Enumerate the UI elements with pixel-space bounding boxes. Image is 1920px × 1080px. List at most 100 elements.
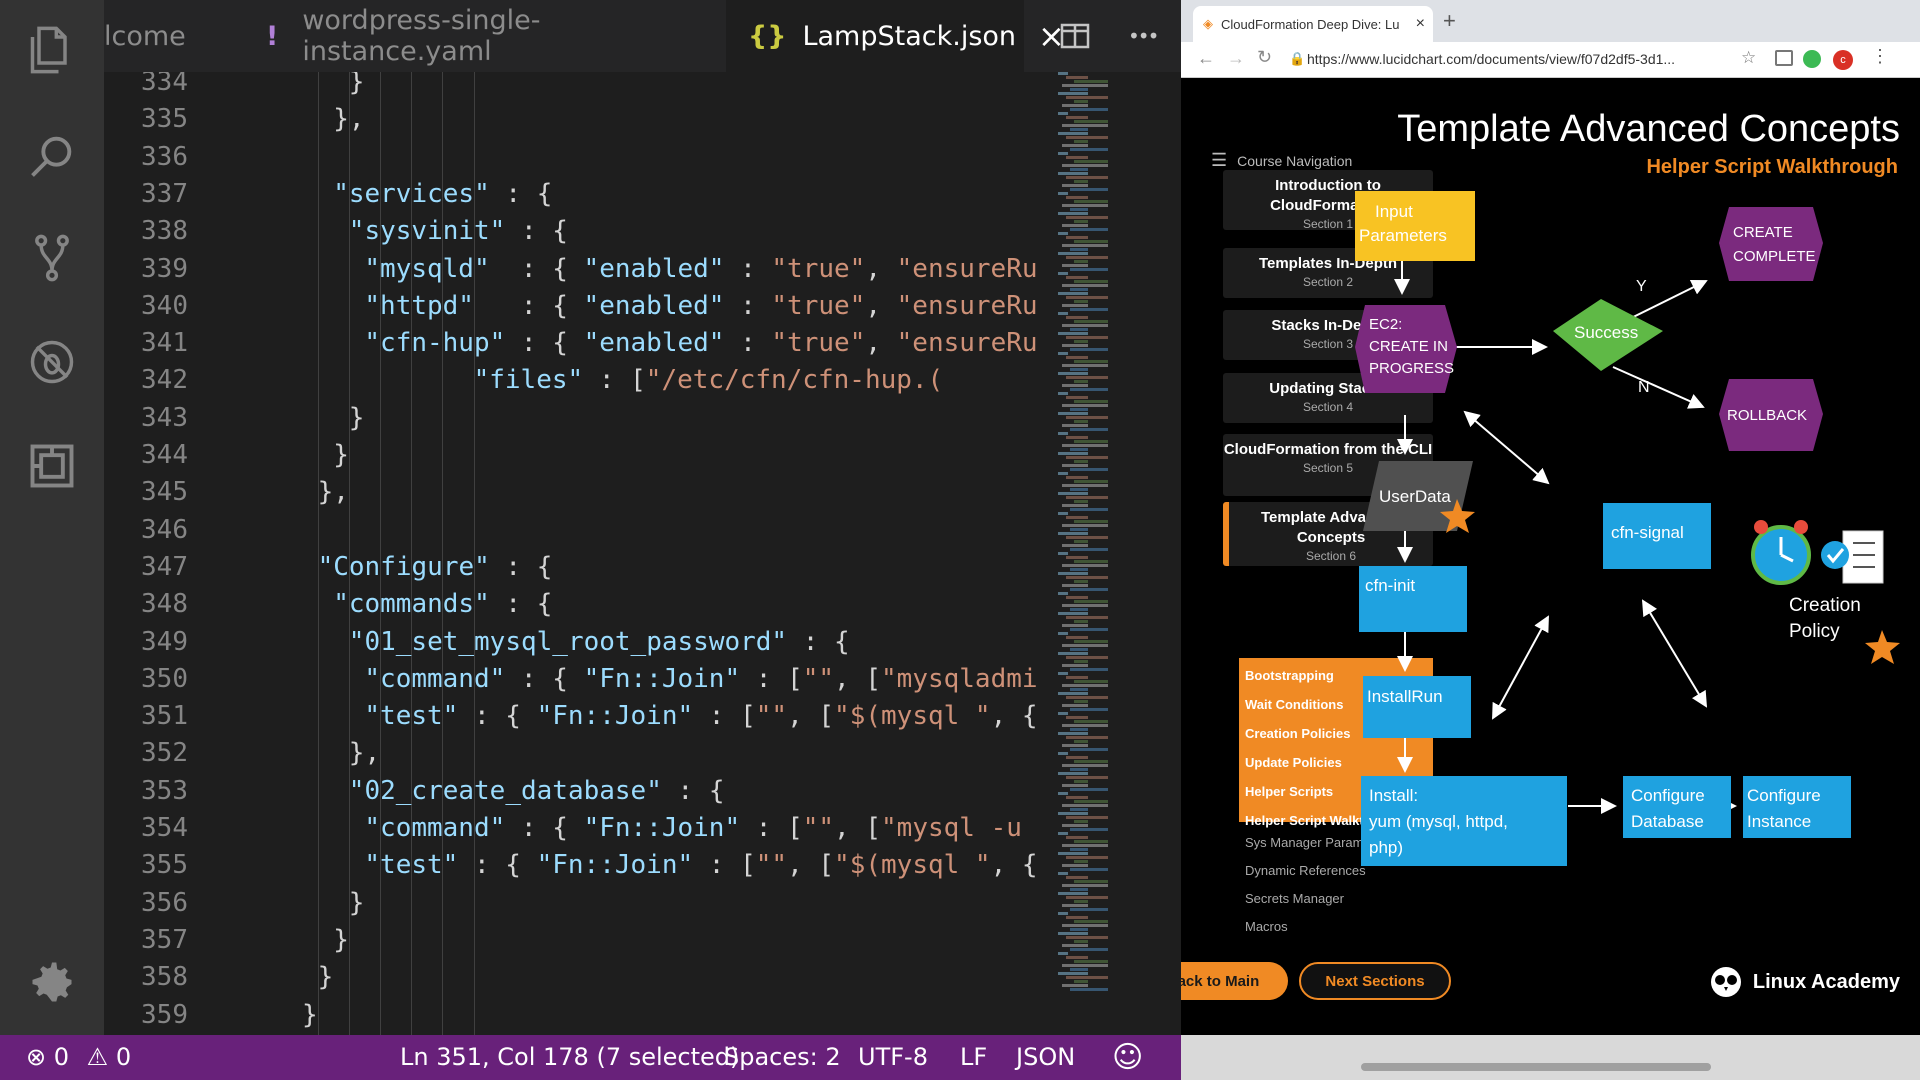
reload-icon[interactable]: ↻ <box>1257 47 1273 67</box>
search-icon[interactable] <box>22 126 82 186</box>
minimap-line <box>1062 404 1108 407</box>
scroll-thumb[interactable] <box>1361 1063 1711 1071</box>
minimap-line <box>1074 480 1108 483</box>
subsection-link[interactable]: Secrets Manager <box>1245 891 1344 906</box>
minimap-line <box>1058 592 1068 595</box>
code-line[interactable]: 351"test" : { "Fn::Join" : ["", ["$(mysq… <box>104 698 1052 735</box>
subsection-link[interactable]: Dynamic References <box>1245 863 1366 878</box>
browser-menu-icon[interactable]: ⋮ <box>1871 46 1889 66</box>
code-line[interactable]: 349"01_set_mysql_root_password" : { <box>104 624 1052 661</box>
editor-scrollbar[interactable] <box>1132 72 1181 1035</box>
no-label: N <box>1638 379 1650 396</box>
profile-avatar[interactable]: c <box>1833 50 1853 70</box>
code-line[interactable]: 358} <box>104 959 1052 996</box>
star-bookmark-icon[interactable]: ☆ <box>1741 48 1757 67</box>
code-line[interactable]: 336 <box>104 139 1052 176</box>
next-sections-button[interactable]: Next Sections <box>1299 962 1451 1000</box>
subsection-link[interactable]: Wait Conditions <box>1245 697 1344 712</box>
browser-tab[interactable]: ◈ CloudFormation Deep Dive: Lu × <box>1193 6 1433 42</box>
line-ending[interactable]: LF <box>960 1043 988 1071</box>
more-actions-icon[interactable]: ••• <box>1128 24 1159 48</box>
code-line[interactable]: 359} <box>104 997 1052 1034</box>
extensions-icon[interactable] <box>22 436 82 496</box>
encoding[interactable]: UTF-8 <box>858 1043 928 1071</box>
nav-section-number: Section 1 <box>1302 217 1354 231</box>
indent-guide <box>348 72 350 1035</box>
code-line[interactable]: 348"commands" : { <box>104 586 1052 623</box>
code-line[interactable]: 350"command" : { "Fn::Join" : ["", ["mys… <box>104 661 1052 698</box>
subsection-link[interactable]: Bootstrapping <box>1245 668 1334 683</box>
yes-label: Y <box>1636 278 1647 295</box>
minimap-line <box>1058 312 1068 315</box>
source-control-icon[interactable] <box>22 228 82 288</box>
code-line[interactable]: 354"command" : { "Fn::Join" : ["", ["mys… <box>104 810 1052 847</box>
browser-window: ◈ CloudFormation Deep Dive: Lu × + ← → ↻… <box>1181 0 1920 1080</box>
code-line[interactable]: 344} <box>104 437 1052 474</box>
code-line[interactable]: 346 <box>104 512 1052 549</box>
code-line[interactable]: 342"files" : ["/etc/cfn/cfn-hup.( <box>104 362 1052 399</box>
code-line[interactable]: 334} <box>104 72 1052 101</box>
forward-icon[interactable]: → <box>1227 48 1245 68</box>
tab-wordpress-yaml[interactable]: ! wordpress-single-instance.yaml <box>236 0 696 72</box>
minimap-line <box>1066 516 1088 519</box>
split-editor-icon[interactable] <box>1060 0 1090 72</box>
back-icon[interactable]: ← <box>1197 48 1215 68</box>
errors-indicator[interactable]: ⊗ 0 ⚠ 0 <box>26 1043 132 1071</box>
subsection-link[interactable]: Sys Manager Parameters <box>1245 835 1393 850</box>
close-icon[interactable]: × <box>1038 17 1065 55</box>
code-line[interactable]: 357} <box>104 922 1052 959</box>
code-line[interactable]: 343} <box>104 400 1052 437</box>
nav-section-number: Section 3 <box>1302 337 1354 351</box>
minimap-line <box>1070 868 1108 871</box>
minimap-line <box>1058 172 1088 175</box>
code-line[interactable]: 335}, <box>104 101 1052 138</box>
code-line[interactable]: 347"Configure" : { <box>104 549 1052 586</box>
minimap-line <box>1066 716 1088 719</box>
minimap-line <box>1070 88 1088 91</box>
code-line[interactable]: 352}, <box>104 735 1052 772</box>
minimap-line <box>1074 260 1088 263</box>
code-line[interactable]: 339"mysqld" : { "enabled" : "true", "ens… <box>104 251 1052 288</box>
minimap-line <box>1058 252 1088 255</box>
back-to-main-button[interactable]: Back to Main <box>1181 962 1288 1000</box>
minimap-line <box>1058 652 1088 655</box>
indentation[interactable]: Spaces: 2 <box>724 1043 841 1071</box>
debug-icon[interactable] <box>22 332 82 392</box>
minimap[interactable] <box>1052 72 1132 1035</box>
code-line[interactable]: 356} <box>104 885 1052 922</box>
code-text: } <box>348 887 365 918</box>
subsection-link[interactable]: Macros <box>1245 919 1288 934</box>
extension-icon[interactable] <box>1803 50 1821 68</box>
tab-lampstack-json[interactable]: {} LampStack.json × <box>726 0 1065 72</box>
cursor-position[interactable]: Ln 351, Col 178 (7 selected) <box>400 1043 740 1071</box>
minimap-line <box>1074 200 1108 203</box>
code-line[interactable]: 345}, <box>104 474 1052 511</box>
cast-icon[interactable] <box>1775 50 1793 66</box>
subsection-link[interactable]: Helper Scripts <box>1245 784 1334 799</box>
new-tab-icon[interactable]: + <box>1443 8 1456 33</box>
code-line[interactable]: 338"sysvinit" : { <box>104 213 1052 250</box>
label-line: PROGRESS <box>1369 360 1454 377</box>
minimap-line <box>1074 280 1108 283</box>
code-line[interactable]: 353"02_create_database" : { <box>104 773 1052 810</box>
smiley-icon[interactable]: ☺ <box>1112 1040 1144 1075</box>
tab-welcome[interactable]: lcome <box>104 0 236 72</box>
explorer-icon[interactable] <box>22 20 82 80</box>
url-field[interactable]: https://www.lucidchart.com/documents/vie… <box>1307 51 1676 67</box>
minimap-line <box>1070 148 1108 151</box>
code-line[interactable]: 341"cfn-hup" : { "enabled" : "true", "en… <box>104 325 1052 362</box>
minimap-line <box>1066 276 1088 279</box>
close-tab-icon[interactable]: × <box>1415 15 1425 32</box>
subsection-link[interactable]: Creation Policies <box>1245 726 1351 741</box>
minimap-line <box>1062 544 1088 547</box>
minimap-line <box>1066 596 1088 599</box>
language-mode[interactable]: JSON <box>1016 1043 1076 1071</box>
code-line[interactable]: 337"services" : { <box>104 176 1052 213</box>
subsection-link[interactable]: Update Policies <box>1245 755 1342 770</box>
settings-icon[interactable] <box>22 952 82 1012</box>
code-line[interactable]: 355"test" : { "Fn::Join" : ["", ["$(mysq… <box>104 847 1052 884</box>
code-line[interactable]: 340"httpd" : { "enabled" : "true", "ensu… <box>104 288 1052 325</box>
rollback-label: ROLLBACK <box>1727 407 1807 424</box>
browser-horizontal-scrollbar[interactable] <box>1181 1035 1920 1080</box>
